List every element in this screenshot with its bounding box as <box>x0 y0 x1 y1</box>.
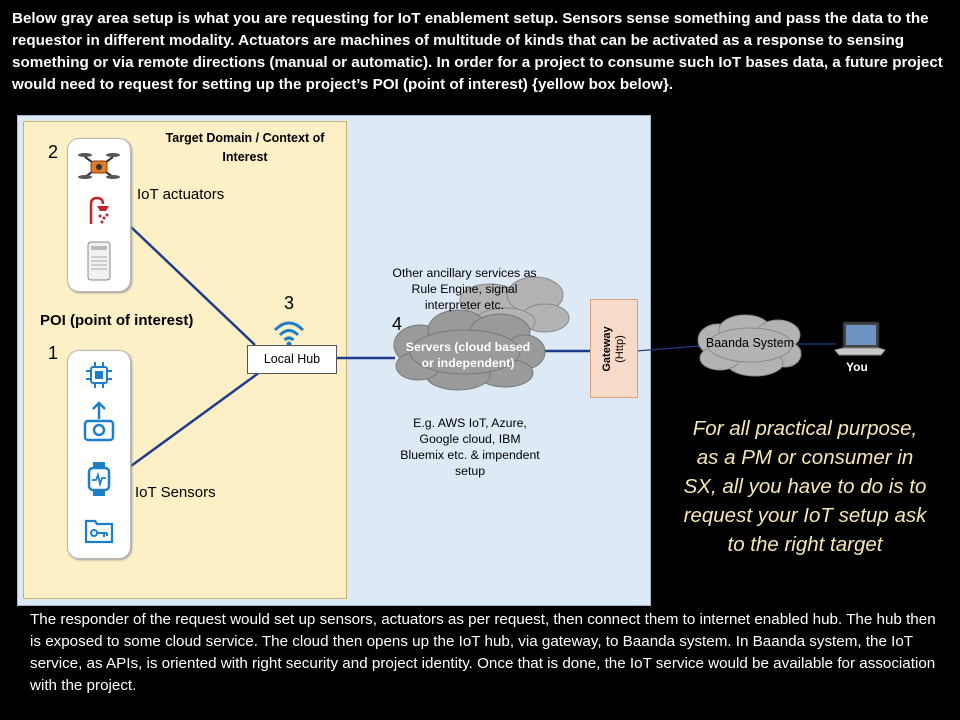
examples-text: E.g. AWS IoT, Azure, Google cloud, IBM B… <box>400 416 540 478</box>
gateway-title: Gateway <box>601 325 613 372</box>
servers-cloud <box>393 309 546 391</box>
you-label: You <box>846 360 868 374</box>
baanda-label: Baanda System <box>705 336 795 350</box>
baanda-cloud <box>697 314 802 377</box>
gateway-box: Gateway (Http) <box>590 299 638 398</box>
practical-text: For all practical purpose, as a PM or co… <box>683 417 927 556</box>
key-card-icon <box>84 516 114 549</box>
smartwatch-icon <box>86 461 112 502</box>
target-domain-title: Target Domain / Context of Interest <box>165 131 325 164</box>
shower-icon <box>85 194 113 233</box>
drone-icon <box>77 147 121 192</box>
outro-text: The responder of the request would set u… <box>30 611 936 694</box>
actuator-hub-line <box>130 226 256 346</box>
local-hub-box: Local Hub <box>247 345 337 374</box>
camera-upload-icon <box>82 401 116 448</box>
sensors-label: IoT Sensors <box>135 484 216 501</box>
gateway-baanda-line <box>635 345 701 352</box>
chip-icon <box>85 361 113 394</box>
sensor-hub-line <box>130 370 261 468</box>
wifi-icon <box>272 318 306 353</box>
actuators-number: 2 <box>48 142 59 162</box>
sensors-card <box>67 350 131 559</box>
intro-text: Below gray area setup is what you are re… <box>12 10 943 93</box>
ancillary-text: Other ancillary services as Rule Engine,… <box>392 266 537 312</box>
servers-number: 4 <box>392 314 403 334</box>
sensors-number: 1 <box>48 343 59 363</box>
servers-label: Servers (cloud based or independent) <box>405 340 531 370</box>
actuators-card <box>67 138 131 292</box>
actuators-label: IoT actuators <box>137 186 225 203</box>
air-conditioner-icon <box>85 239 113 288</box>
gateway-subtitle: (Http) <box>614 334 626 363</box>
hub-number: 3 <box>284 293 295 313</box>
laptop-icon <box>833 320 887 363</box>
poi-label: POI (point of interest) <box>40 312 194 329</box>
